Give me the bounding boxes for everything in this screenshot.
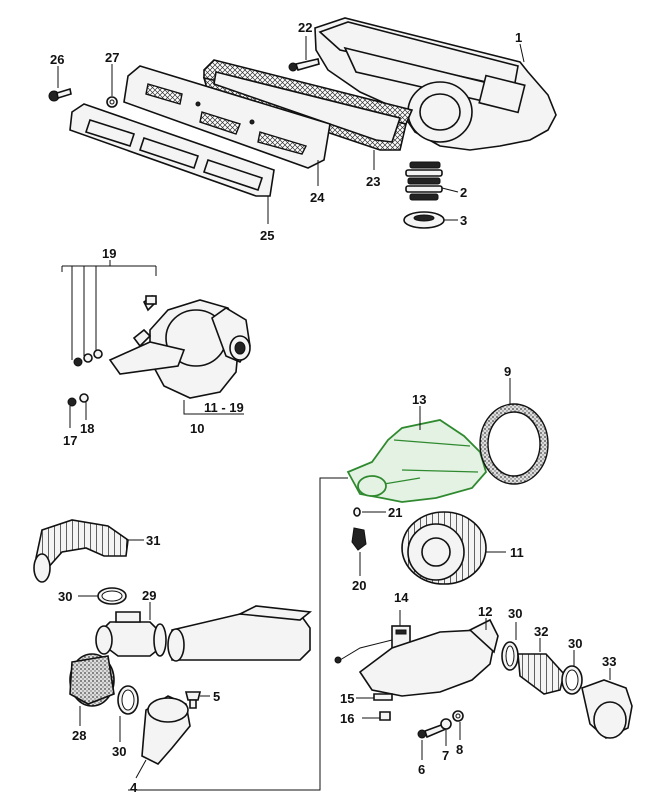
filter-element-28 <box>69 653 115 726</box>
callout-28: 28 <box>72 728 86 743</box>
callout-16: 16 <box>340 711 354 726</box>
intake-pipe <box>167 605 313 662</box>
nut-8 <box>452 710 464 740</box>
callout-6: 6 <box>418 762 425 777</box>
elbow-33 <box>581 668 633 739</box>
blower-fan-11 <box>401 511 506 585</box>
callout-33: 33 <box>602 654 616 669</box>
callout-13: 13 <box>412 392 426 407</box>
callout-labels: 1 22 26 27 2 3 23 24 25 19 17 18 11 - 19… <box>50 20 616 795</box>
hose-clamp-30a <box>78 587 127 605</box>
callout-25: 25 <box>260 228 274 243</box>
callout-24: 24 <box>310 190 325 205</box>
clip-15 <box>356 693 393 701</box>
plug-5 <box>184 691 210 709</box>
duct-12 <box>358 618 499 697</box>
blower-housing <box>314 17 557 151</box>
gasket-ring-9 <box>479 378 549 485</box>
gasket-25 <box>69 103 275 224</box>
resistor-14 <box>334 610 411 664</box>
callout-20: 20 <box>352 578 366 593</box>
cover-plate-24 <box>123 65 331 186</box>
bolt-16 <box>362 711 391 721</box>
callout-11-19: 11 - 19 <box>204 400 244 415</box>
callout-30-c: 30 <box>508 606 522 621</box>
screw-26 <box>48 66 72 102</box>
callout-1: 1 <box>515 30 522 45</box>
callout-30-a: 30 <box>58 589 72 604</box>
elbow-4 <box>135 695 191 779</box>
assembly-connector-line <box>128 477 348 791</box>
callout-32: 32 <box>534 624 548 639</box>
flex-hose-32 <box>517 638 565 695</box>
flex-hose-31 <box>33 519 144 583</box>
callout-22: 22 <box>298 20 312 35</box>
callout-12: 12 <box>478 604 492 619</box>
callout-10: 10 <box>190 421 204 436</box>
callout-19: 19 <box>102 246 116 261</box>
hose-clamp-30b <box>117 685 139 742</box>
callout-5: 5 <box>213 689 220 704</box>
callout-29: 29 <box>142 588 156 603</box>
callout-9: 9 <box>504 364 511 379</box>
callout-14: 14 <box>394 590 409 605</box>
o-ring-21 <box>353 507 386 517</box>
clip-20 <box>351 527 367 576</box>
callout-7: 7 <box>442 748 449 763</box>
callout-4: 4 <box>130 780 138 795</box>
callout-15: 15 <box>340 691 354 706</box>
blower-motor-assembly <box>61 260 251 428</box>
hose-clamp-30c <box>501 622 519 671</box>
callout-3: 3 <box>460 213 467 228</box>
air-duct-13-highlighted <box>346 406 488 503</box>
callout-23: 23 <box>366 174 380 189</box>
callout-21: 21 <box>388 505 402 520</box>
callout-8: 8 <box>456 742 463 757</box>
bolt-22 <box>288 36 320 72</box>
hose-clamp-30d <box>561 650 583 695</box>
washer-27 <box>106 64 118 108</box>
seal-ring-3 <box>403 211 458 229</box>
washer-7 <box>440 718 452 746</box>
callout-30-b: 30 <box>112 744 126 759</box>
bellows-boot-2 <box>405 161 459 201</box>
callout-11: 11 <box>510 545 524 560</box>
callout-27: 27 <box>105 50 119 65</box>
callout-18: 18 <box>80 421 94 436</box>
callout-30-d: 30 <box>568 636 582 651</box>
callout-2: 2 <box>460 185 467 200</box>
callout-17: 17 <box>63 433 77 448</box>
callout-26: 26 <box>50 52 64 67</box>
t-connector-29 <box>95 602 167 657</box>
callout-31: 31 <box>146 533 160 548</box>
